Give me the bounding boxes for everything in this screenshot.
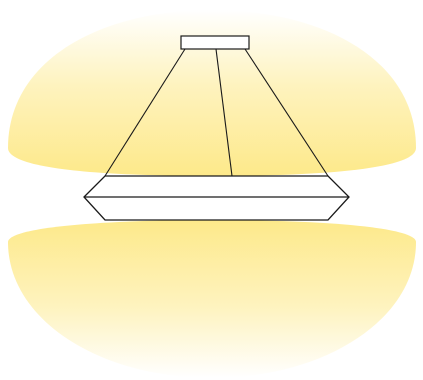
fixture-outline [84,176,349,220]
uplight-glow [8,10,416,176]
light-fixture-body [84,176,349,220]
downlight-glow [8,220,416,378]
ceiling-canopy [181,36,249,49]
